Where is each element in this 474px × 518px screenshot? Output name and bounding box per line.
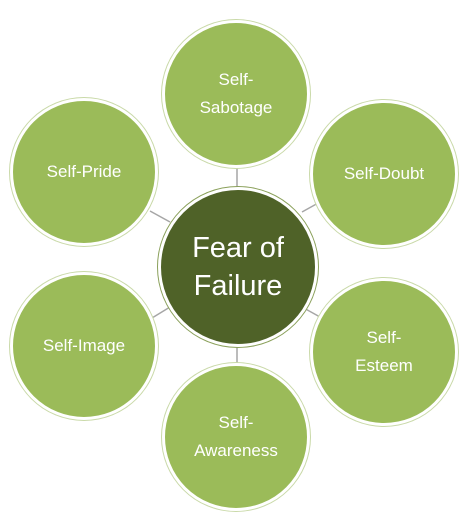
node-self-sabotage: Self- Sabotage [162,20,310,168]
center-label: Fear of Failure [192,232,284,302]
center-node-fear-of-failure: Fear of Failure [158,187,318,347]
node-self-pride: Self-Pride [10,98,158,246]
node-label: Self- Esteem [355,328,413,375]
node-self-image: Self-Image [10,272,158,420]
node-label: Self-Image [42,336,126,355]
node-self-awareness: Self- Awareness [162,363,310,511]
connector-bottom-left [151,306,171,319]
node-label: Self- Sabotage [199,70,273,117]
node-label: Self- Awareness [194,413,278,460]
node-self-doubt: Self-Doubt [310,100,458,248]
connector-top-left [149,210,171,223]
node-label: Self-Doubt [343,164,425,183]
node-self-esteem: Self- Esteem [310,278,458,426]
node-label: Self-Pride [46,162,122,181]
